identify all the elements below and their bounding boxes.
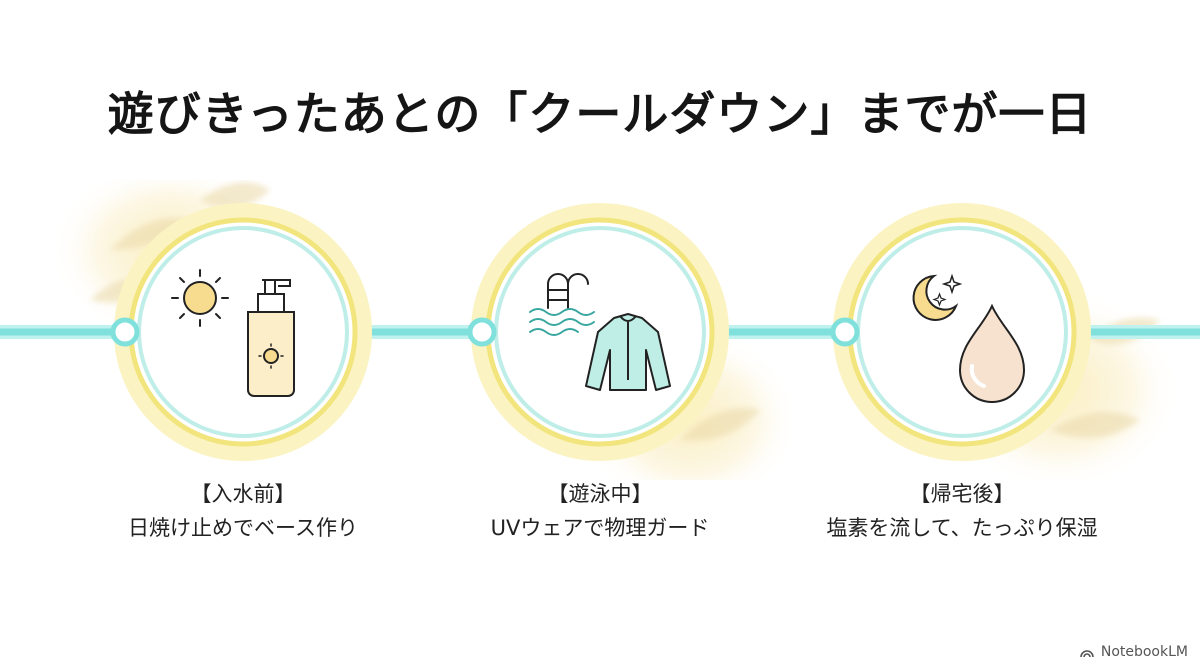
- branding: NotebookLM: [1079, 644, 1188, 660]
- branding-label: NotebookLM: [1100, 644, 1188, 660]
- droplet-icon: [958, 303, 1026, 403]
- sun-icon: [171, 269, 229, 327]
- step-text-2: UVウェアで物理ガード: [490, 515, 710, 540]
- page-title: 遊びきったあとの「クールダウン」までが一日: [107, 87, 1093, 141]
- step-text-1: 日焼け止めでベース作り: [128, 515, 358, 540]
- rash-guard-icon: [585, 313, 671, 391]
- timeline-graphic: [0, 180, 1200, 480]
- sunscreen-bottle-icon: [247, 279, 295, 397]
- connector-node-2: [467, 317, 497, 347]
- pool-ladder-icon: [529, 273, 595, 336]
- step-heading-1: 【入水前】: [190, 482, 296, 506]
- moon-stars-icon: [912, 273, 963, 321]
- step-caption-3: 【帰宅後】 塩素を流して、たっぷり保湿: [782, 478, 1142, 545]
- step-caption-1: 【入水前】 日焼け止めでベース作り: [63, 478, 423, 545]
- step-circle-1: [114, 203, 372, 461]
- connector-node-1: [110, 317, 140, 347]
- step-caption-2: 【遊泳中】 UVウェアで物理ガード: [420, 478, 780, 545]
- notebooklm-logo-icon: [1079, 646, 1095, 658]
- step-text-3: 塩素を流して、たっぷり保湿: [826, 515, 1098, 540]
- step-circle-3: [833, 203, 1091, 461]
- step-heading-3: 【帰宅後】: [909, 482, 1015, 506]
- step-heading-2: 【遊泳中】: [547, 482, 653, 506]
- connector-node-3: [830, 317, 860, 347]
